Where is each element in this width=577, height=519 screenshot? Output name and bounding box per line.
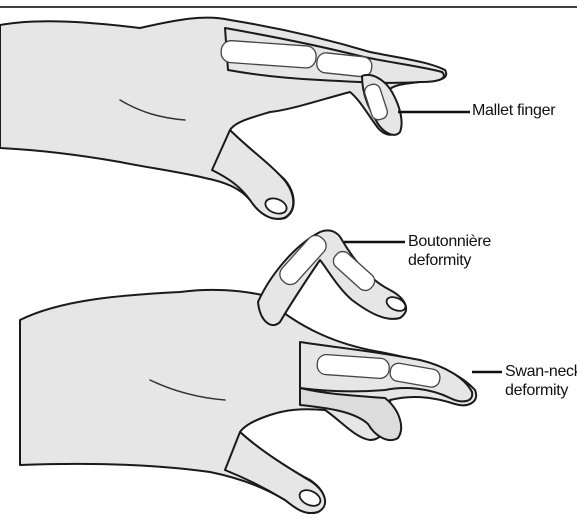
- swan-neck-label-line1: Swan-neck: [505, 362, 577, 381]
- boutonniere-label-line2: deformity: [408, 251, 471, 270]
- mallet-finger-label: Mallet finger: [472, 101, 555, 120]
- boutonniere-label-line1: Boutonnière: [408, 232, 491, 251]
- bottom-hand: [20, 230, 502, 513]
- mallet-finger-hand: [0, 18, 470, 219]
- swan-neck-proximal-bone: [317, 354, 390, 379]
- swan-neck-label-line2: deformity: [505, 381, 568, 400]
